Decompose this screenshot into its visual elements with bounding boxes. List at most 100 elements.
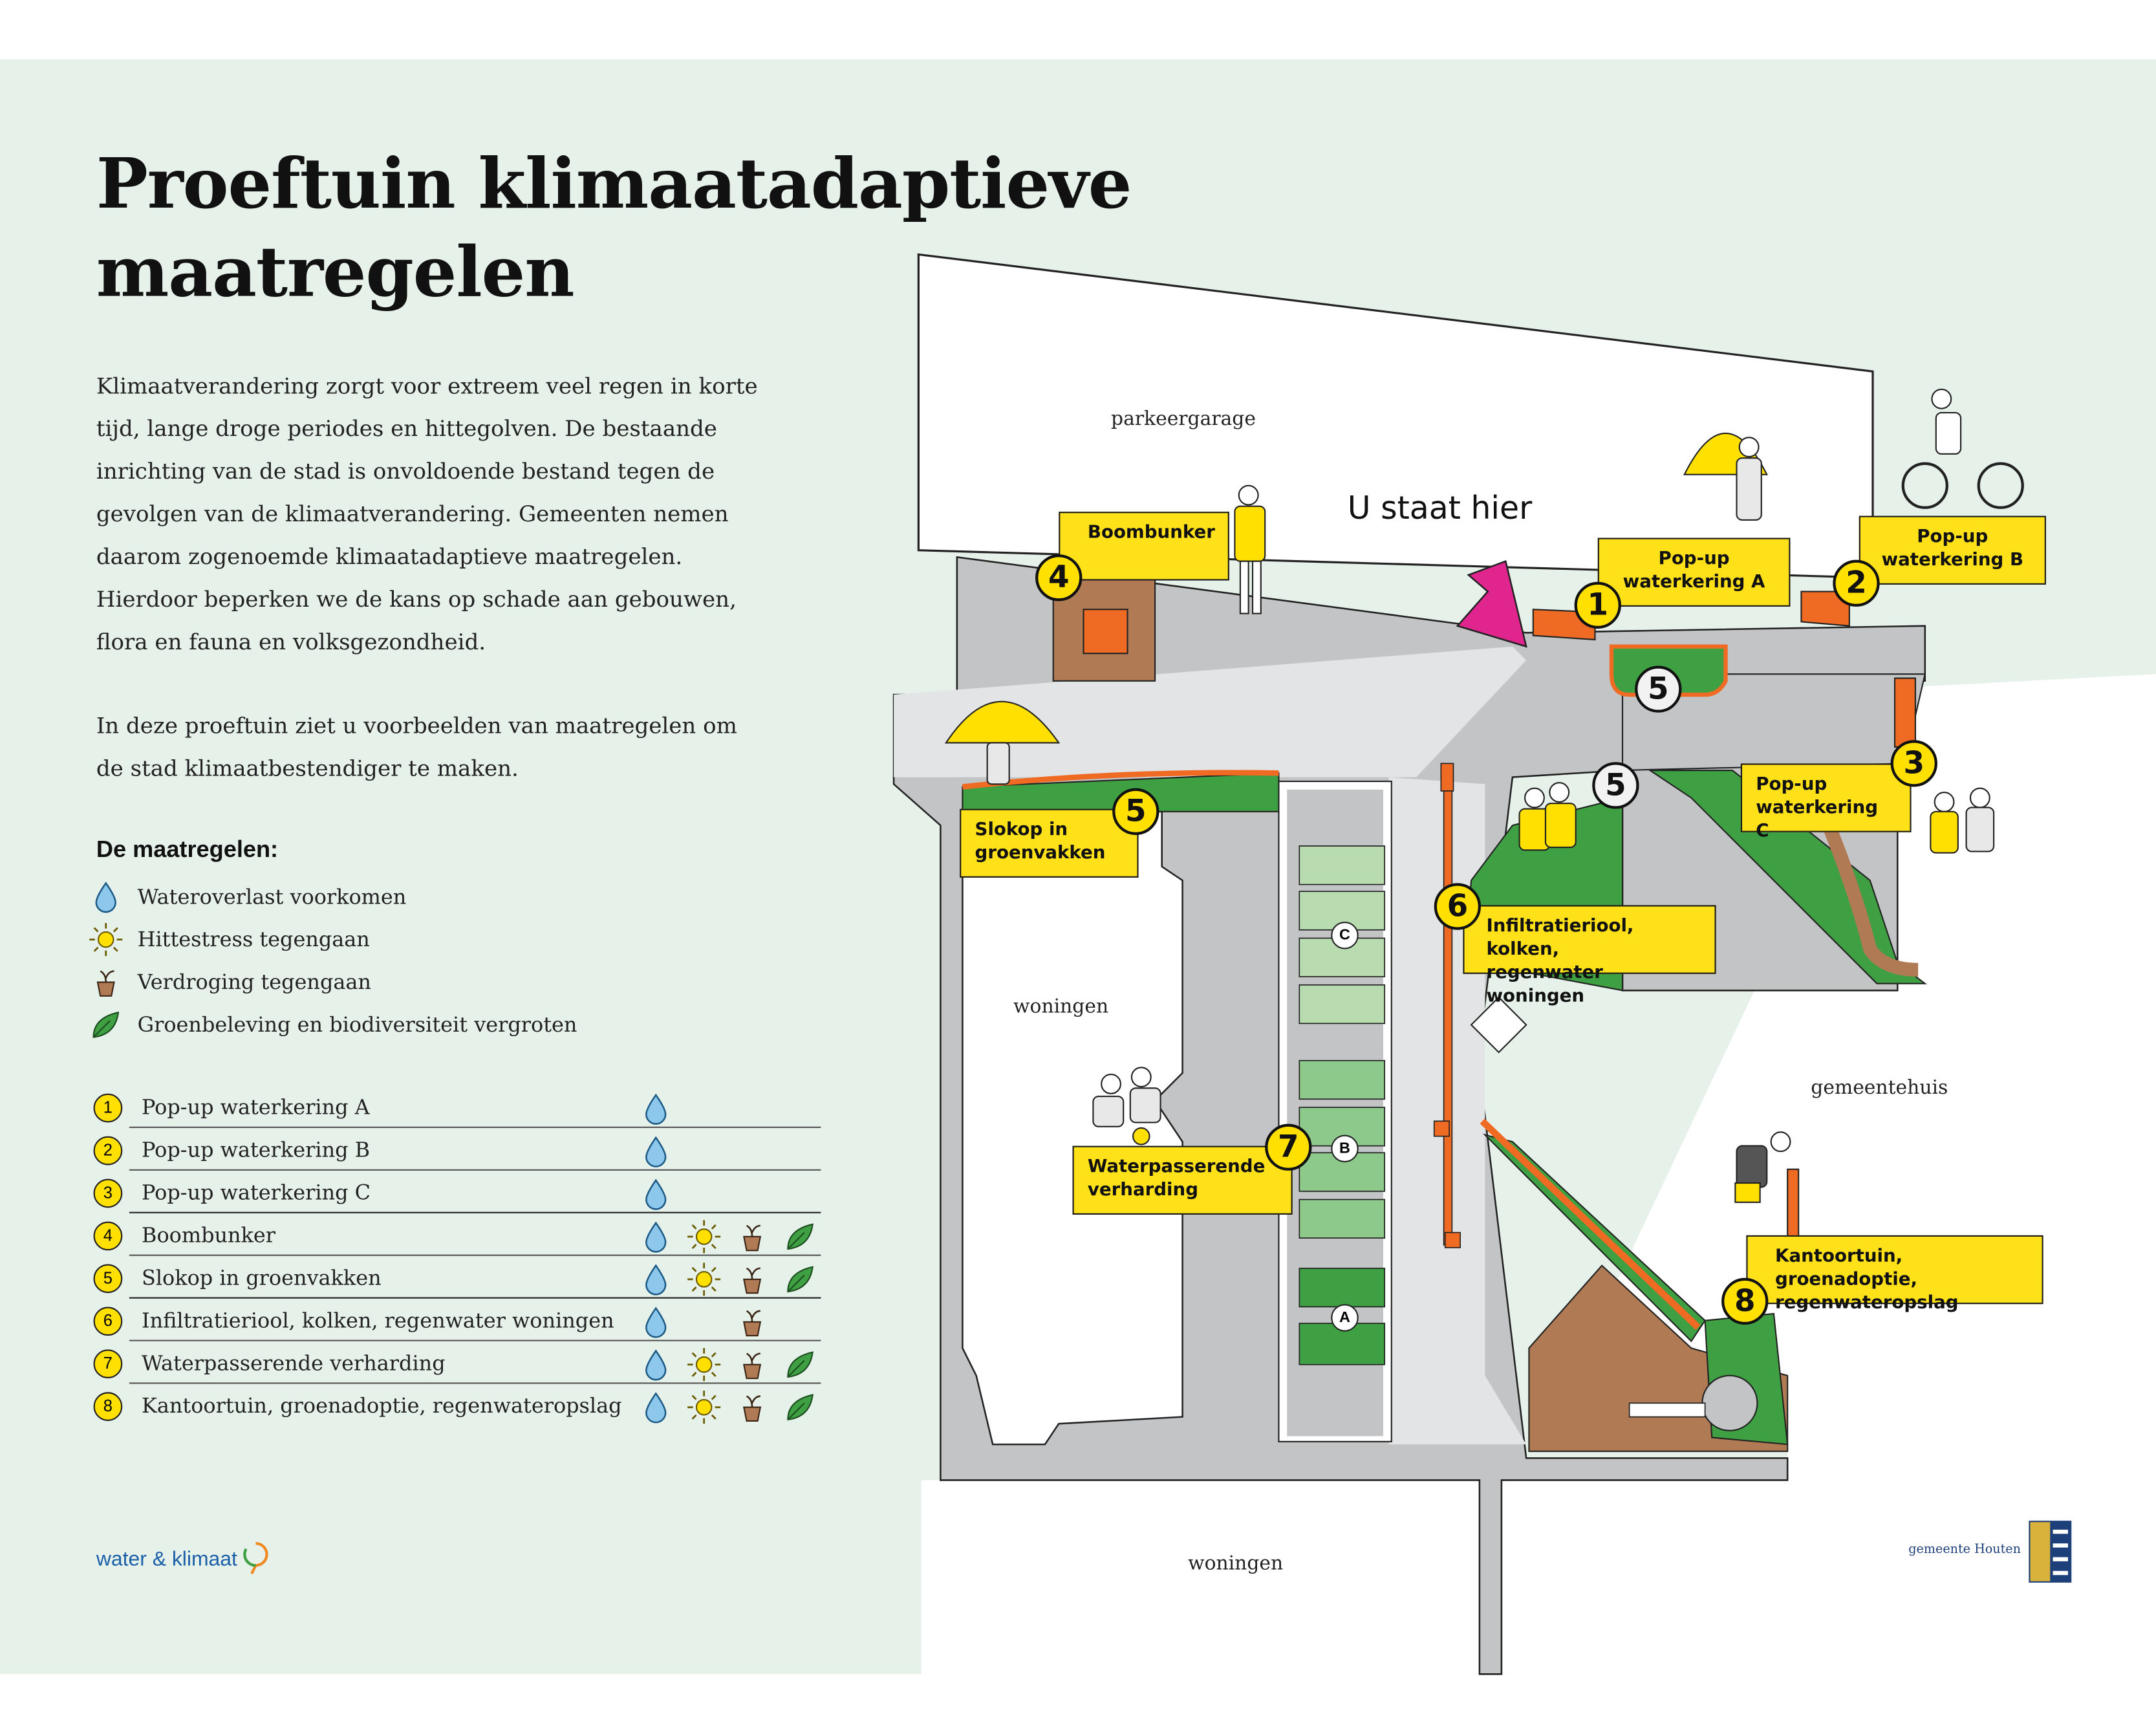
zone-marker-a: A: [1331, 1304, 1359, 1332]
legend-measure-name: Pop-up waterkering C: [142, 1180, 371, 1206]
pavement-plaza: [894, 646, 1527, 777]
intro-paragraph-1: Klimaatverandering zorgt voor extreem ve…: [96, 373, 758, 655]
parking-space: [1299, 1059, 1386, 1100]
row-divider: [129, 1126, 821, 1128]
water-drop-icon: [645, 1307, 667, 1338]
figure-couple: [1518, 782, 1577, 851]
waterkering-c-barrier: [1893, 677, 1916, 748]
sun-icon: [687, 1348, 721, 1382]
legend-row: 8 Kantoortuin, groenadoptie, regenwaterop…: [88, 1385, 821, 1427]
row-divider: [129, 1169, 821, 1171]
legend-number: 2: [93, 1135, 123, 1165]
map-marker-5: 5: [1112, 788, 1159, 835]
figure-cyclist: [1901, 388, 2024, 509]
callout-slokop: Slokop in groenvakken: [960, 808, 1139, 878]
legend-icons: [638, 1091, 824, 1127]
zone-marker-b: B: [1331, 1134, 1359, 1163]
logo-text: water & klimaat: [96, 1546, 237, 1570]
plant-pot-icon: [743, 1395, 762, 1422]
legend-number: 3: [93, 1178, 123, 1208]
sun-icon: [687, 1391, 721, 1424]
row-divider: [129, 1340, 821, 1341]
water-drop-icon: [645, 1392, 667, 1424]
map-marker-5-top: 5: [1635, 666, 1682, 713]
waterkering-b-barrier: [1800, 591, 1850, 627]
legend-row: 3 Pop-up waterkering C: [88, 1172, 821, 1213]
legend-number: 5: [93, 1263, 123, 1293]
legend-row: 2 Pop-up waterkering B: [88, 1129, 821, 1171]
legend-icons: [638, 1389, 824, 1425]
water-drop-icon: [95, 882, 116, 913]
legend-icons: [638, 1176, 824, 1211]
you-are-here-arrow: [1456, 560, 1527, 648]
legend-row: 7 Waterpasserende verharding: [88, 1343, 821, 1384]
figure-umbrella-2: [944, 700, 1061, 785]
legend-icons: [638, 1304, 824, 1340]
water-drop-icon: [645, 1264, 667, 1296]
legend-measure-name: Infiltratieriool, kolken, regenwater won…: [142, 1308, 614, 1333]
callout-boombunker: Boombunker: [1059, 512, 1229, 581]
figure-pump-man: [1734, 1131, 1800, 1239]
map-marker-3: 3: [1890, 740, 1937, 787]
figure-gardeners: [1092, 1067, 1161, 1145]
legend-measure-name: Waterpasserende verharding: [142, 1351, 446, 1376]
legend-row: 6 Infiltratieriool, kolken, regenwater wo…: [88, 1300, 821, 1341]
legend-measure-name: Boombunker: [142, 1222, 276, 1248]
map-marker-5-middle: 5: [1592, 762, 1639, 809]
category-item-green: Groenbeleving en biodiversiteit vergrote…: [88, 1006, 577, 1045]
intro-paragraph-2: In deze proeftuin ziet u voorbeelden van…: [96, 712, 737, 782]
gemeente-houten-logo: gemeente Houten: [1908, 1516, 2073, 1585]
legend-number: 4: [93, 1221, 123, 1250]
legend-number: 6: [93, 1306, 123, 1336]
green-bed-slokop: [962, 772, 1280, 812]
legend-icons: [638, 1133, 824, 1169]
callout-kantoortuin: Kantoortuin, groenadoptie, regenwaterops…: [1746, 1235, 2043, 1314]
map-marker-8: 8: [1721, 1277, 1769, 1325]
water-drop-icon: [645, 1349, 667, 1381]
legend-icons: [638, 1219, 824, 1254]
page-title: Proeftuin klimaatadaptieve maatregelen: [96, 143, 1132, 312]
plant-pot-icon: [96, 970, 115, 997]
zone-marker-c: C: [1331, 921, 1359, 949]
woningen-bottom-block: [921, 1480, 2156, 1675]
label-woningen-left: woningen: [1013, 995, 1108, 1017]
figure-man-standing: [1234, 484, 1266, 614]
location-pin-icon: [243, 1542, 268, 1574]
category-item-drought: Verdroging tegengaan: [88, 963, 371, 1002]
figure-walkers: [1930, 787, 1995, 854]
legend-measure-name: Kantoortuin, groenadoptie, regenwaterops…: [142, 1393, 622, 1418]
row-divider: [129, 1297, 821, 1299]
legend-measure-name: Pop-up waterkering B: [142, 1137, 371, 1163]
category-item-water: Wateroverlast voorkomen: [88, 878, 406, 917]
row-divider: [129, 1382, 821, 1384]
map-marker-2: 2: [1833, 559, 1880, 607]
parking-space: [1299, 845, 1386, 885]
legend-icons: [638, 1261, 824, 1297]
soil-path-east: [1822, 823, 1919, 977]
label-gemeentehuis: gemeentehuis: [1811, 1076, 1948, 1099]
leaf-icon: [787, 1266, 814, 1293]
leaf-icon: [92, 1011, 120, 1038]
woningen-left-block: [962, 810, 1183, 1446]
water-drop-icon: [645, 1093, 667, 1125]
callout-waterkering-c: Pop-up waterkering C: [1740, 763, 1912, 842]
parking-space: [1299, 984, 1386, 1025]
parking-space: [1299, 1268, 1386, 1308]
category-label: Groenbeleving en biodiversiteit vergrote…: [137, 1012, 577, 1037]
legend-number: 7: [93, 1349, 123, 1378]
callout-infiltratieriool: Infiltratieriool, kolken, regenwater won…: [1463, 905, 1716, 1007]
label-woningen-bottom: woningen: [1188, 1552, 1283, 1575]
plant-pot-icon: [743, 1310, 762, 1337]
legend-number: 8: [93, 1391, 123, 1420]
leaf-icon: [787, 1394, 814, 1421]
you-are-here-label: U staat hier: [1347, 491, 1533, 527]
legend-number: 1: [93, 1092, 123, 1122]
boombunker-grate: [1083, 609, 1128, 655]
category-label: Verdroging tegengaan: [137, 970, 371, 995]
sun-icon: [89, 923, 123, 957]
legend-icons: [638, 1347, 824, 1382]
logo-text: gemeente Houten: [1908, 1543, 2021, 1557]
leaf-icon: [787, 1223, 814, 1250]
pavement-street: [1388, 777, 1527, 1445]
